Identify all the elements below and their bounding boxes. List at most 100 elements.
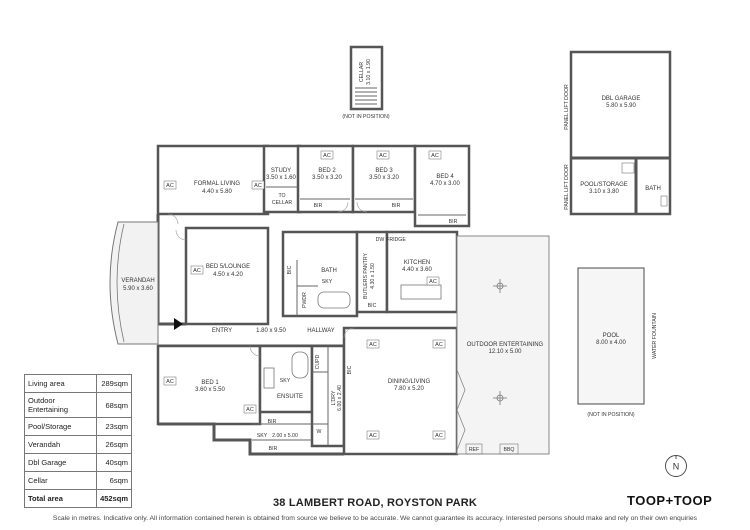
- ref-label: REF: [469, 447, 479, 453]
- to-cellar-line2: CELLAR: [272, 200, 292, 206]
- pool-size: 8.00 x 4.00: [596, 340, 626, 346]
- svg-text:AC: AC: [369, 433, 377, 439]
- ac-formal-living: AC: [163, 180, 177, 190]
- svg-text:AC: AC: [166, 379, 174, 385]
- svg-text:AC: AC: [246, 407, 254, 413]
- ac-bed2: AC: [320, 150, 334, 160]
- verandah-size: 5.90 x 3.60: [123, 286, 153, 292]
- property-address: 38 LAMBERT ROAD, ROYSTON PARK: [272, 497, 478, 509]
- dining-size: 7.80 x 5.20: [394, 386, 424, 392]
- bed1-bir-lower: BIR: [269, 446, 278, 452]
- dw-label: DW: [376, 237, 385, 243]
- area-label: Living area: [23, 374, 98, 393]
- svg-text:AC: AC: [323, 153, 331, 159]
- pool-storage-size: 3.10 x 3.80: [589, 189, 619, 195]
- compass-north-label: N: [673, 462, 680, 472]
- ldry-name: L'DRY: [331, 390, 337, 405]
- svg-text:AC: AC: [431, 153, 439, 159]
- entry-name: ENTRY: [212, 328, 232, 334]
- water-fountain-label: WATER FOUNTAIN: [652, 313, 658, 359]
- bed1-size: 3.60 x 5.50: [195, 387, 225, 393]
- pool-name: POOL: [603, 333, 620, 339]
- garage-block: DBL GARAGE 5.80 x 5.90 PANEL LIFT DOOR P…: [564, 50, 672, 216]
- outdoor-size: 12.10 x 5.00: [488, 349, 522, 355]
- area-value: 289sqm: [96, 374, 132, 393]
- verandah: VERANDAH 5.90 x 3.60: [109, 221, 159, 345]
- verandah-name: VERANDAH: [121, 278, 154, 284]
- svg-text:AC: AC: [166, 183, 174, 189]
- bed3-bir: BIR: [392, 203, 401, 209]
- cellar-name: CELLAR: [359, 62, 365, 82]
- door-swings: [167, 201, 368, 357]
- pool: POOL 8.00 x 4.00 WATER FOUNTAIN (NOT IN …: [577, 267, 658, 418]
- bed4-bir: BIR: [449, 219, 458, 225]
- bed2-bir: BIR: [314, 203, 323, 209]
- area-total-value: 452sqm: [96, 489, 132, 508]
- brand-logo: TOOP+TOOP: [627, 493, 713, 508]
- ac-units: AC AC AC AC AC AC AC AC AC AC AC AC AC: [163, 150, 446, 440]
- dining-name: DINING/LIVING: [388, 379, 431, 385]
- bed3-name: BED 3: [375, 168, 393, 174]
- fridge-label: FRIDGE: [386, 237, 406, 243]
- pantry-bic: BIC: [368, 303, 377, 309]
- panel-lift-door-label-2: PANEL LIFT DOOR: [564, 164, 570, 210]
- cupd-label: CUPD: [315, 354, 321, 369]
- ac-dining-4: AC: [432, 430, 446, 440]
- svg-text:AC: AC: [379, 153, 387, 159]
- bbq-label: BBQ: [504, 447, 515, 453]
- svg-text:AC: AC: [435, 342, 443, 348]
- formal-living-name: FORMAL LIVING: [194, 181, 240, 187]
- bed2-name: BED 2: [318, 168, 336, 174]
- bed4-size: 4.70 x 3.00: [430, 181, 460, 187]
- north-compass-icon: N: [665, 455, 687, 477]
- ensuite-sky: SKY: [280, 378, 291, 384]
- ensuite-name: ENSUITE: [277, 394, 303, 400]
- panel-lift-door-label-1: PANEL LIFT DOOR: [564, 84, 570, 130]
- svg-text:AC: AC: [429, 279, 437, 285]
- pwdr-name: PWDR: [302, 292, 308, 308]
- butlers-pantry-name: BUTLERS PANTRY: [363, 252, 369, 298]
- cellar-position-note: (NOT IN POSITION): [342, 114, 389, 120]
- dbl-garage-size: 5.80 x 5.90: [606, 103, 636, 109]
- area-value: 6sqm: [96, 471, 132, 490]
- ac-bed4: AC: [428, 150, 442, 160]
- ac-bed5: AC: [190, 265, 204, 275]
- hallway-size: 1.80 x 9.50: [256, 328, 286, 334]
- ac-study: AC: [251, 180, 265, 190]
- outdoor-entertaining: OUTDOOR ENTERTAINING 12.10 x 5.00: [456, 235, 550, 455]
- cellar: CELLAR 3.10 x 1.90: [349, 45, 384, 111]
- to-cellar-line1: TO: [278, 193, 285, 199]
- bath-name: BATH: [321, 268, 337, 274]
- area-value: 68sqm: [96, 392, 132, 418]
- dbl-garage-name: DBL GARAGE: [602, 96, 641, 102]
- hall-bic: BIC: [347, 365, 353, 374]
- disclaimer-text: Scale in metres. Indicative only. All in…: [52, 515, 698, 522]
- wir-sky: SKY: [257, 433, 268, 439]
- area-label: Dbl Garage: [23, 453, 98, 472]
- bed3-size: 3.50 x 3.20: [369, 175, 399, 181]
- pool-position-note: (NOT IN POSITION): [587, 412, 634, 418]
- garage-bath-name: BATH: [645, 186, 661, 192]
- wir-size: 2.00 x 5.00: [272, 433, 298, 439]
- bed5-name: BED 5/LOUNGE: [206, 264, 250, 270]
- bath-bic: BIC: [287, 265, 293, 274]
- kitchen-size: 4.40 x 3.60: [402, 267, 432, 273]
- ac-dining-2: AC: [432, 339, 446, 349]
- area-value: 26sqm: [96, 435, 132, 454]
- butlers-pantry-size: 4.30 x 1.50: [370, 263, 376, 289]
- svg-text:AC: AC: [254, 183, 262, 189]
- study-name: STUDY: [271, 168, 291, 174]
- kitchen-name: KITCHEN: [404, 260, 430, 266]
- wc-label: W: [317, 429, 322, 435]
- bed5-size: 4.50 x 4.20: [213, 272, 243, 278]
- ac-bed1: AC: [163, 376, 177, 386]
- bed1-name: BED 1: [201, 380, 219, 386]
